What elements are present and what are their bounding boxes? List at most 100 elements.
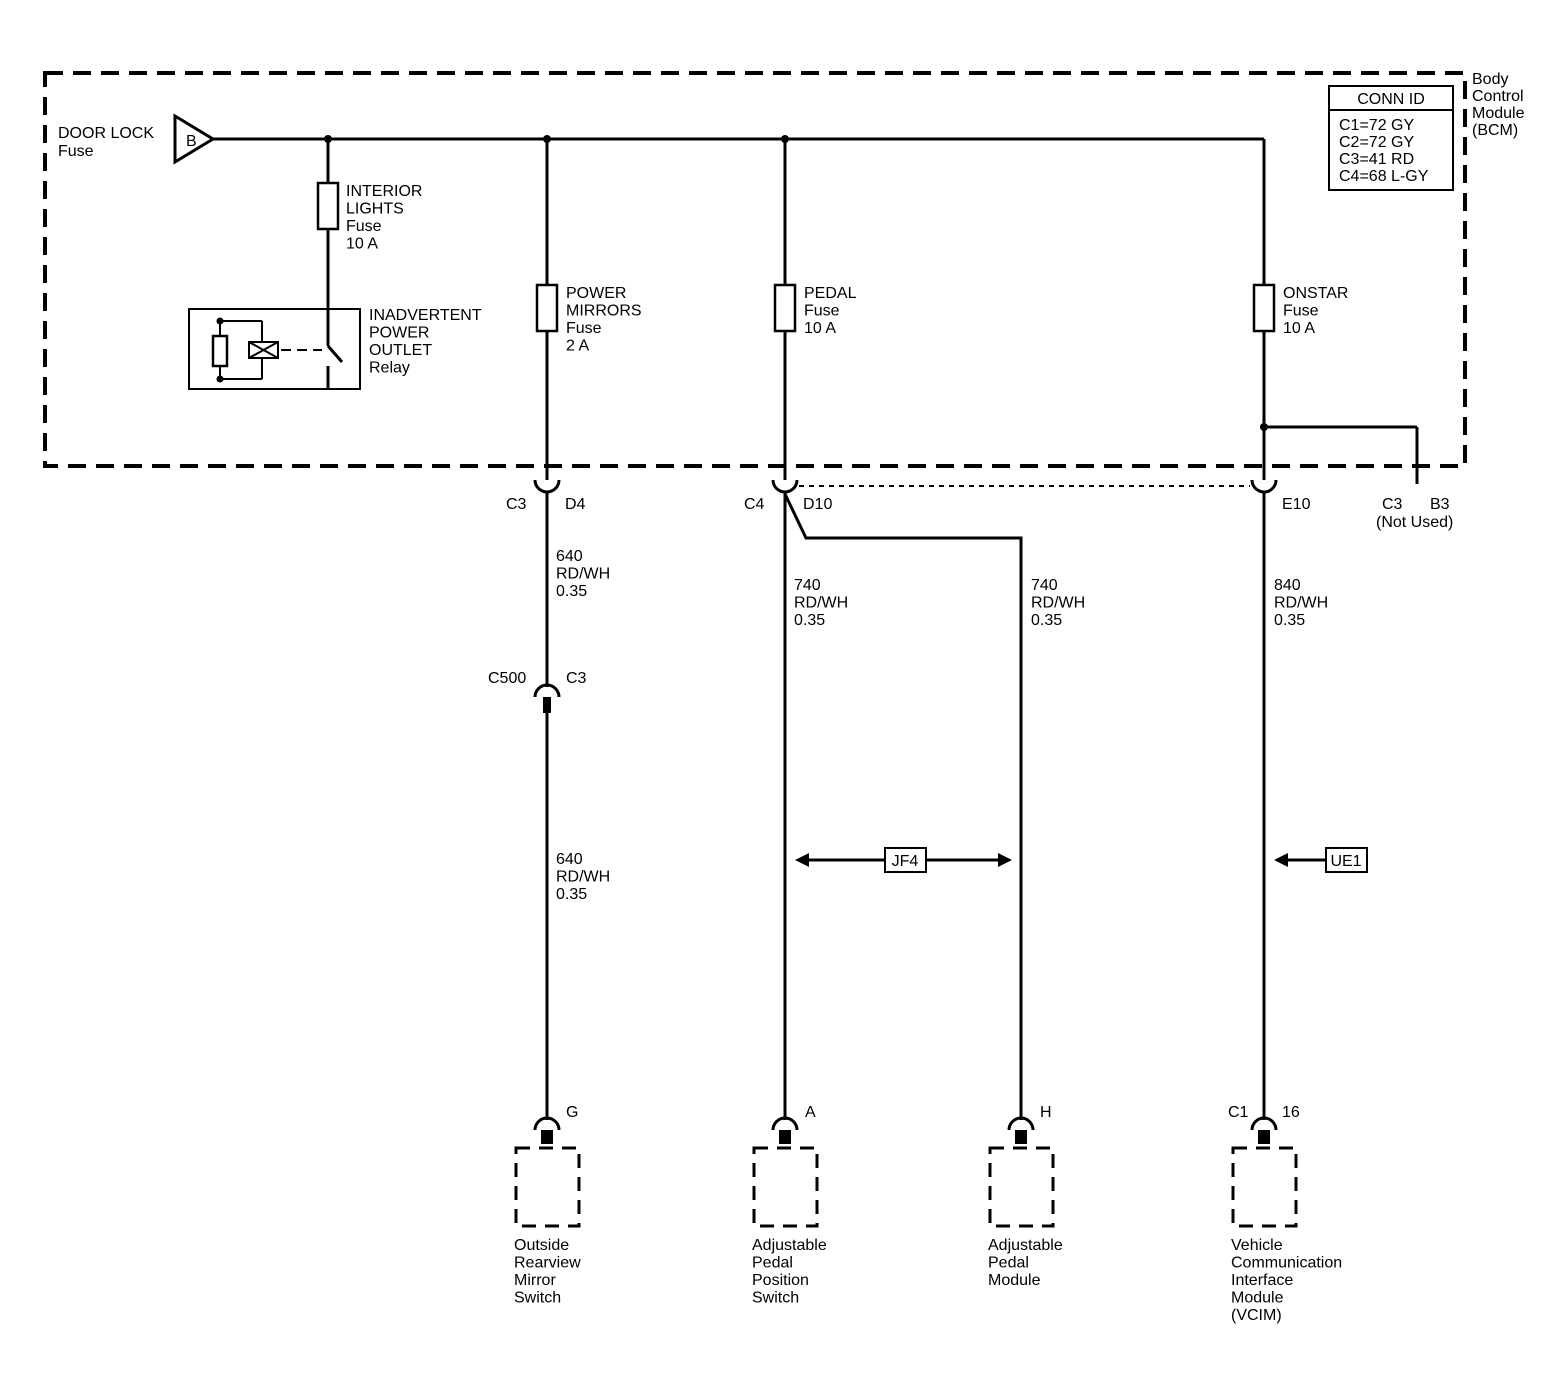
ue1-reference: UE1 [1274, 847, 1368, 873]
interior-lights-label-line-2: LIGHTS [346, 201, 404, 218]
bcm-label-line-3: Module [1472, 105, 1525, 122]
wire-640-upper-label-line-2: RD/WH [556, 566, 610, 583]
wire-840-label-line-3: 0.35 [1274, 612, 1305, 629]
wire-640-upper-label-line-1: 640 [556, 548, 583, 565]
bus-letter: B [186, 133, 197, 150]
conn-d10-label: D10 [803, 496, 832, 513]
wire-840-label-line-1: 840 [1274, 577, 1301, 594]
wire-740-module-label-line-2: RD/WH [1031, 595, 1085, 612]
mirror-switch-label-line-3: Mirror [514, 1272, 556, 1289]
wire-740-module-label-line-3: 0.35 [1031, 612, 1062, 629]
connector-a-icon [771, 1116, 799, 1131]
wire-740-switch-label-line-3: 0.35 [794, 612, 825, 629]
wire-740-switch-label-line-2: RD/WH [794, 595, 848, 612]
onstar-fuse-icon [1252, 283, 1276, 333]
power-mirrors-fuse-icon [535, 283, 559, 333]
mirror-switch-box [514, 1146, 581, 1228]
conn-unused-c3-label: C3 [1382, 496, 1403, 513]
wire-640-lower-label-line-2: RD/WH [556, 869, 610, 886]
onstar-fuse-label-line-1: ONSTAR [1283, 285, 1348, 302]
pedal-fuse-icon [773, 283, 797, 333]
jf4-reference: JF4 [795, 847, 1012, 873]
conn-not-used-note: (Not Used) [1376, 514, 1453, 531]
conn-id-rows-line-4: C4=68 L-GY [1339, 168, 1429, 185]
power-mirrors-label-line-2: MIRRORS [566, 303, 642, 320]
vcim-label-line-2: Communication [1231, 1255, 1342, 1272]
pin-a-label: A [805, 1104, 816, 1121]
conn-id-rows-line-1: C1=72 GY [1339, 117, 1414, 134]
vcim-label-line-5: (VCIM) [1231, 1307, 1282, 1324]
wire-640-lower-label-line-1: 640 [556, 851, 583, 868]
conn-c3-label: C3 [506, 496, 527, 513]
conn-c500-c3-label: C3 [566, 670, 587, 687]
mirror-switch-label-line-1: Outside [514, 1237, 569, 1254]
bcm-label-line-4: (BCM) [1472, 122, 1518, 139]
pin-16-label: 16 [1282, 1104, 1300, 1121]
pedal-module-label-line-3: Module [988, 1272, 1041, 1289]
bcm-boundary [43, 71, 1467, 468]
pedal-module-label-line-2: Pedal [988, 1255, 1029, 1272]
conn-d4-label: D4 [565, 496, 586, 513]
onstar-fuse-label-line-2: Fuse [1283, 303, 1319, 320]
power-mirrors-label-line-1: POWER [566, 285, 626, 302]
wire-740-module-label-line-1: 740 [1031, 577, 1058, 594]
pin-c1-label: C1 [1228, 1104, 1249, 1121]
pedal-fuse-label-line-2: Fuse [804, 303, 840, 320]
conn-unused-b3-label: B3 [1430, 496, 1450, 513]
interior-lights-label-line-3: Fuse [346, 218, 382, 235]
inline-connector-c500-icon [533, 683, 561, 698]
power-mirrors-label-line-3: Fuse [566, 320, 602, 337]
mirror-switch-label-line-2: Rearview [514, 1255, 581, 1272]
power-mirrors-label-line-4: 2 A [566, 338, 589, 355]
jf4-label: JF4 [892, 853, 919, 870]
pin-h-label: H [1040, 1104, 1052, 1121]
door-lock-label: DOOR LOCK [58, 125, 154, 142]
vcim-label-line-1: Vehicle [1231, 1237, 1283, 1254]
conn-c500-label: C500 [488, 670, 526, 687]
connector-h-icon [1007, 1116, 1035, 1131]
pedal-position-switch-box [752, 1146, 819, 1228]
wire-640-lower-label-line-3: 0.35 [556, 886, 587, 903]
bcm-label-line-2: Control [1472, 88, 1524, 105]
relay-label-line-1: INADVERTENT [369, 307, 482, 324]
vcim-label-line-3: Interface [1231, 1272, 1293, 1289]
onstar-fuse-label-line-3: 10 A [1283, 320, 1315, 337]
mirror-switch-label-line-4: Switch [514, 1290, 561, 1307]
interior-lights-fuse-icon [316, 181, 340, 231]
ue1-label: UE1 [1330, 853, 1361, 870]
pedal-fuse-label-line-3: 10 A [804, 320, 836, 337]
connector-c4-d10-icon [771, 479, 799, 494]
pedal-position-switch-label-line-4: Switch [752, 1290, 799, 1307]
pin-g-label: G [566, 1104, 578, 1121]
relay-label-line-3: OUTLET [369, 342, 432, 359]
conn-id-rows-line-3: C3=41 RD [1339, 151, 1414, 168]
bus-triangle-icon [173, 113, 216, 165]
wire-640-upper-label-line-3: 0.35 [556, 583, 587, 600]
vcim-box [1231, 1146, 1298, 1228]
pedal-position-switch-label-line-2: Pedal [752, 1255, 793, 1272]
relay-label-line-2: POWER [369, 325, 429, 342]
wire-840-label-line-2: RD/WH [1274, 595, 1328, 612]
conn-id-title: CONN ID [1357, 91, 1425, 108]
connector-g-icon [533, 1116, 561, 1131]
conn-c4-label: C4 [744, 496, 765, 513]
pedal-position-switch-label-line-3: Position [752, 1272, 809, 1289]
relay-icon [188, 308, 361, 390]
